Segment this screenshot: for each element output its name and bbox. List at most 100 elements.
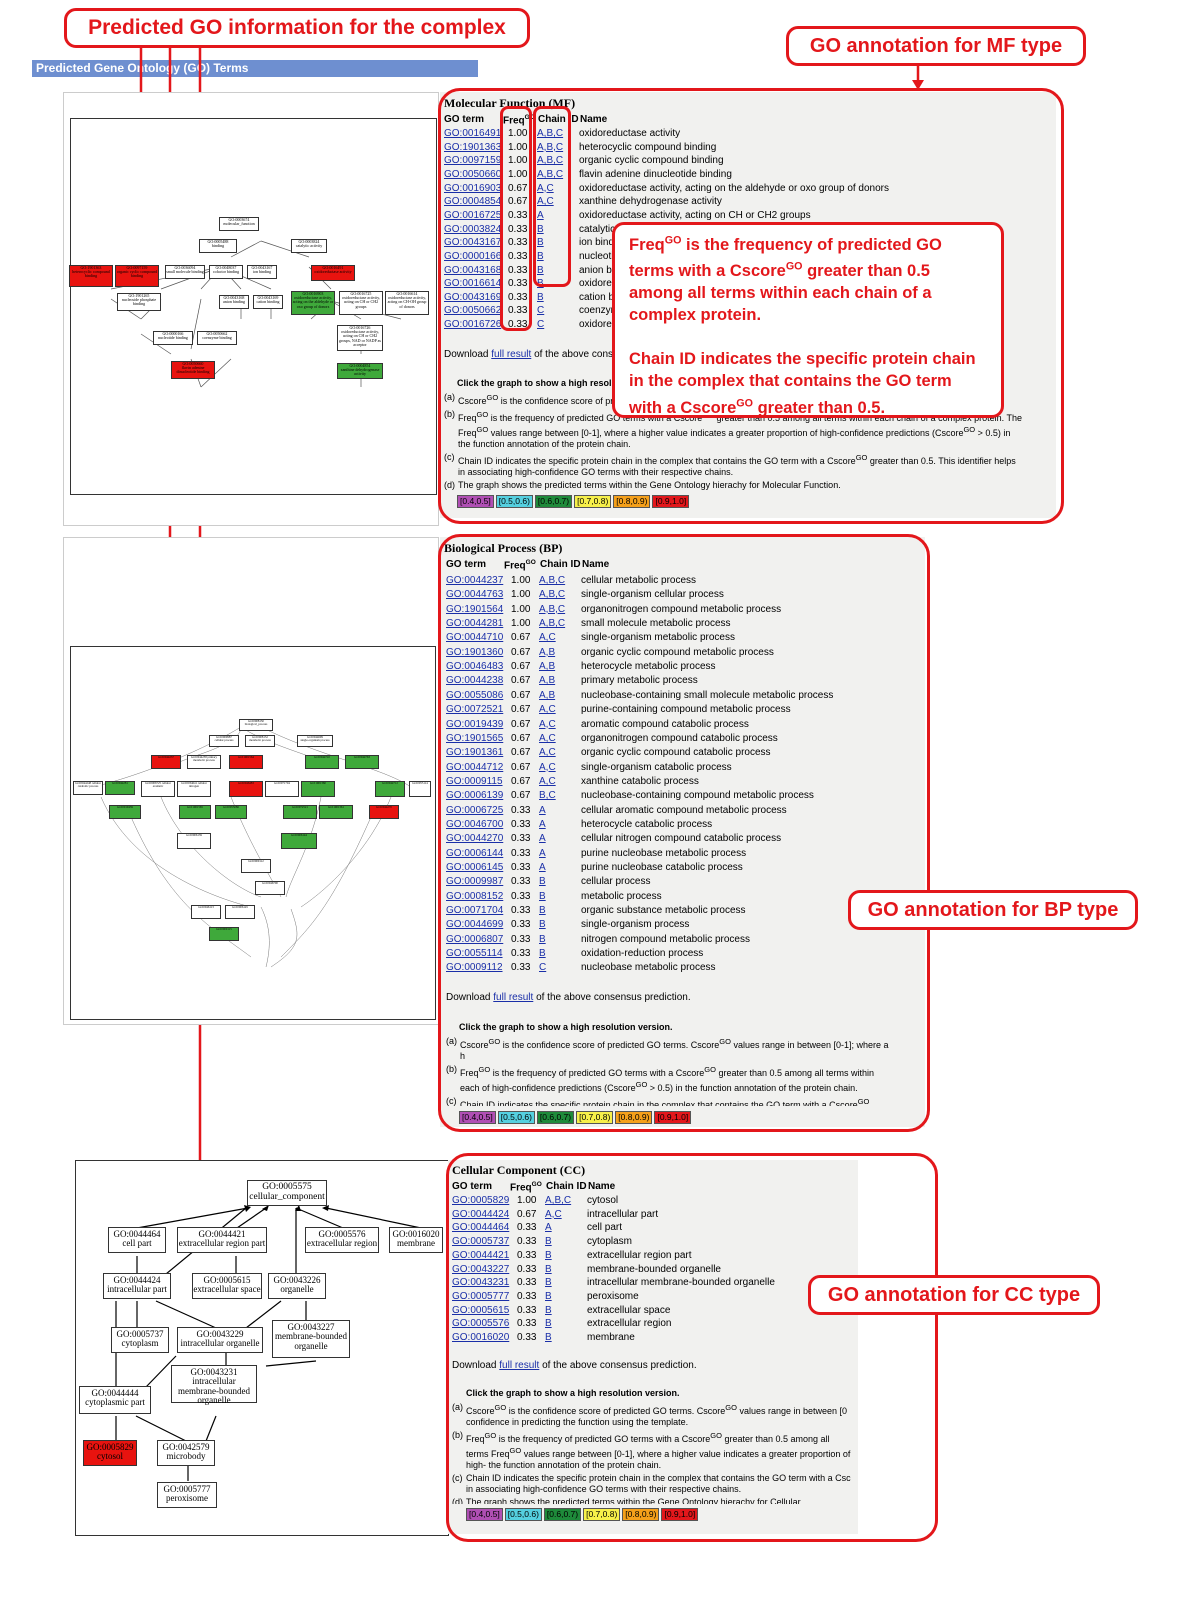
chain-id-link[interactable]: A,B bbox=[539, 675, 556, 687]
chain-id-link[interactable]: B bbox=[539, 933, 546, 945]
chain-id-link[interactable]: A,C bbox=[539, 732, 556, 744]
chain-id-link[interactable]: A,B bbox=[539, 689, 556, 701]
chain-id-link[interactable]: A,C bbox=[545, 1208, 562, 1220]
chain-id-link[interactable]: B bbox=[539, 905, 546, 917]
bp-node[interactable]: GO:0006725 cellular aromatic bbox=[141, 781, 175, 797]
bp-node[interactable]: GO:1901360 bbox=[301, 781, 335, 797]
go-term-link[interactable]: GO:0016491 bbox=[444, 128, 502, 139]
go-term-link[interactable]: GO:0009115 bbox=[446, 775, 503, 787]
go-term-link[interactable]: GO:0050660 bbox=[444, 168, 502, 180]
go-term-link[interactable]: GO:0044424 bbox=[452, 1208, 510, 1220]
bp-node[interactable]: GO:0019439 bbox=[109, 805, 141, 819]
go-term-link[interactable]: GO:0071704 bbox=[446, 905, 504, 917]
chain-id-link[interactable]: B bbox=[539, 948, 546, 960]
go-term-link[interactable]: GO:0055114 bbox=[446, 948, 503, 960]
go-term-link[interactable]: GO:1901565 bbox=[446, 732, 504, 744]
chain-id-link[interactable]: B bbox=[537, 264, 544, 276]
go-term-link[interactable]: GO:1901363 bbox=[444, 141, 502, 153]
go-term-link[interactable]: GO:0044281 bbox=[446, 618, 504, 630]
chain-id-link[interactable]: A,C bbox=[539, 747, 556, 759]
chain-id-link[interactable]: B bbox=[545, 1277, 552, 1289]
go-term-link[interactable]: GO:0044237 bbox=[446, 575, 504, 586]
bp-node[interactable]: GO:0055086 bbox=[215, 805, 247, 819]
chain-id-link[interactable]: A bbox=[539, 833, 546, 845]
go-term-link[interactable]: GO:0016726 bbox=[444, 319, 502, 331]
bp-node[interactable]: GO:0044237 bbox=[151, 755, 181, 769]
bp-node[interactable]: GO:0055114 bbox=[409, 781, 431, 797]
go-term-link[interactable]: GO:0016903 bbox=[444, 182, 502, 194]
go-term-link[interactable]: GO:0016614 bbox=[444, 278, 502, 290]
go-term-link[interactable]: GO:0006139 bbox=[446, 790, 504, 802]
chain-id-link[interactable]: A,C bbox=[539, 704, 556, 716]
bp-node[interactable]: GO:0006144 bbox=[281, 833, 317, 849]
chain-id-link[interactable]: A,C bbox=[537, 182, 554, 194]
cc-full-result-link[interactable]: full result bbox=[499, 1360, 540, 1371]
bp-node[interactable]: GO:0034641 cellular nitrogen bbox=[177, 781, 211, 797]
bp-node[interactable]: GO:0046483 bbox=[229, 781, 263, 797]
go-term-link[interactable]: GO:0044763 bbox=[446, 589, 504, 601]
chain-id-link[interactable]: A,B,C bbox=[537, 128, 564, 139]
go-term-link[interactable]: GO:0016725 bbox=[444, 209, 502, 221]
go-term-link[interactable]: GO:0043168 bbox=[444, 264, 502, 276]
go-term-link[interactable]: GO:0006807 bbox=[446, 933, 504, 945]
chain-id-link[interactable]: B bbox=[545, 1236, 552, 1248]
chain-id-link[interactable]: B bbox=[545, 1263, 552, 1275]
go-term-link[interactable]: GO:0046700 bbox=[446, 818, 504, 830]
go-term-link[interactable]: GO:0000166 bbox=[444, 250, 502, 262]
bp-node[interactable]: GO:0072521 bbox=[283, 805, 317, 819]
chain-id-link[interactable]: A,C bbox=[537, 196, 554, 208]
mf-full-result-link[interactable]: full result bbox=[491, 349, 532, 360]
chain-id-link[interactable]: B bbox=[545, 1332, 552, 1343]
chain-id-link[interactable]: B bbox=[545, 1304, 552, 1316]
chain-id-link[interactable]: B bbox=[545, 1249, 552, 1261]
go-term-link[interactable]: GO:0005615 bbox=[452, 1304, 510, 1316]
go-term-link[interactable]: GO:1901361 bbox=[446, 747, 504, 759]
go-term-link[interactable]: GO:0006145 bbox=[446, 862, 504, 873]
go-term-link[interactable]: GO:0044712 bbox=[446, 761, 504, 773]
bp-node[interactable]: GO:0044248 cellular catabolic process bbox=[73, 781, 103, 795]
chain-id-link[interactable]: C bbox=[537, 319, 545, 331]
chain-id-link[interactable]: A,B,C bbox=[537, 168, 564, 180]
go-term-link[interactable]: GO:0009987 bbox=[446, 876, 504, 888]
go-term-link[interactable]: GO:0005777 bbox=[452, 1290, 510, 1302]
go-term-link[interactable]: GO:0006725 bbox=[446, 804, 504, 816]
chain-id-link[interactable]: A,C bbox=[539, 775, 556, 787]
chain-id-link[interactable]: B bbox=[537, 237, 544, 249]
bp-node[interactable]: GO:0044710 bbox=[305, 755, 339, 769]
chain-id-link[interactable]: A bbox=[539, 847, 546, 859]
chain-id-link[interactable]: A bbox=[539, 862, 546, 873]
chain-id-link[interactable]: A,B,C bbox=[539, 603, 566, 615]
go-term-link[interactable]: GO:0009112 bbox=[446, 962, 503, 974]
chain-id-link[interactable]: B bbox=[537, 291, 544, 303]
bp-node[interactable]: GO:1901564 bbox=[229, 755, 263, 769]
bp-node[interactable]: GO:0046700 bbox=[255, 881, 285, 895]
bp-node[interactable]: GO:1901565 bbox=[179, 805, 211, 819]
go-term-link[interactable]: GO:0044464 bbox=[452, 1222, 510, 1234]
bp-node[interactable]: GO:0009112 bbox=[241, 859, 271, 873]
go-term-link[interactable]: GO:0005737 bbox=[452, 1236, 510, 1248]
bp-node[interactable]: GO:0071704 bbox=[265, 781, 299, 797]
go-term-link[interactable]: GO:1901360 bbox=[446, 646, 504, 658]
go-term-link[interactable]: GO:0046483 bbox=[446, 661, 504, 673]
